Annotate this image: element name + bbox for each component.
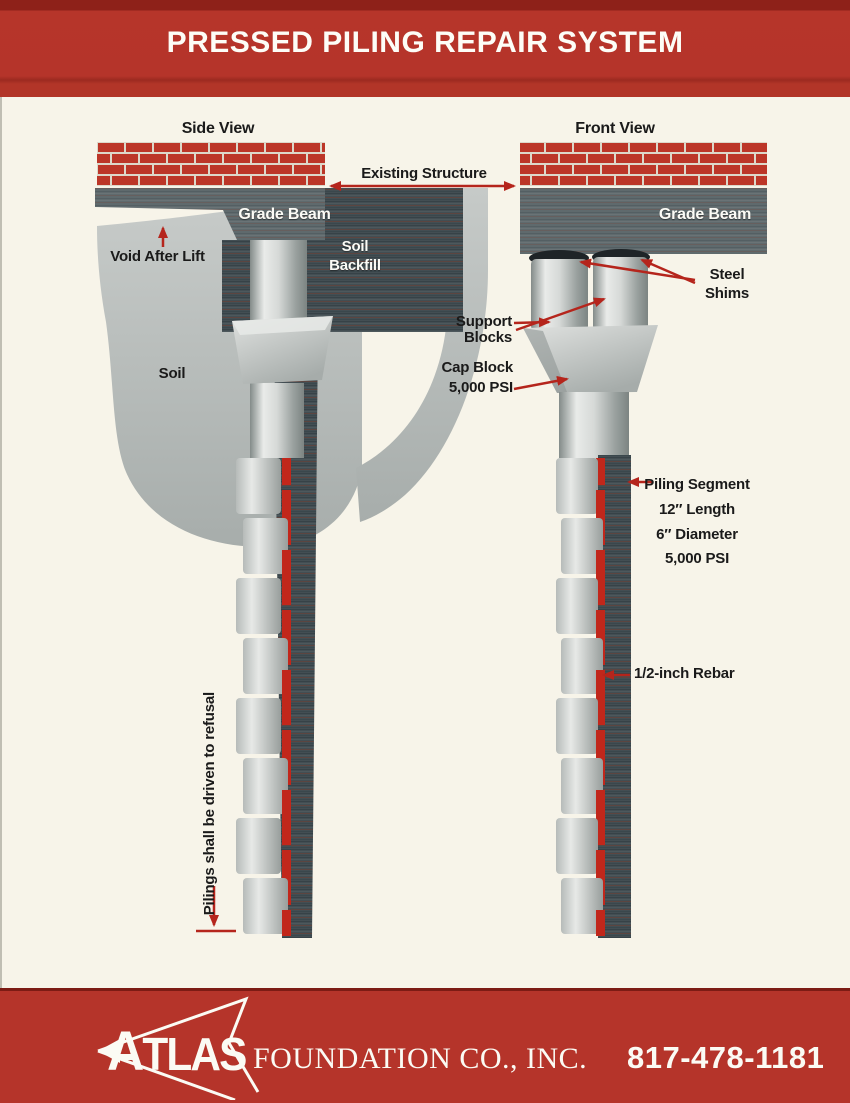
support-blocks-arrow-2	[515, 297, 606, 332]
scan-edge-line	[0, 97, 2, 988]
grade-beam-label-side: Grade Beam	[238, 206, 331, 223]
support-blocks-arrow-1	[513, 317, 551, 328]
piling-segments-side	[236, 458, 291, 936]
cap-block-front-edge	[523, 328, 567, 393]
page-title: PRESSED PILING REPAIR SYSTEM	[166, 26, 684, 59]
footer-band	[0, 988, 850, 1103]
piling-cylinder-upper-side	[250, 240, 307, 322]
piling-cylinder-lower-side	[250, 383, 304, 458]
support-block-left	[531, 259, 588, 331]
cap-block-side-top	[232, 316, 333, 335]
brick-wall-side	[97, 142, 325, 186]
grade-beam-label-front: Grade Beam	[658, 206, 752, 223]
side-view-title: Side View	[181, 120, 255, 137]
steel-shims-arrow-2	[640, 258, 696, 285]
piling-segments-front	[556, 458, 605, 936]
cap-block-label: Cap Block 5,000 PSI	[441, 359, 513, 397]
piling-cylinder-front	[559, 392, 629, 458]
soil-backfill-label: Soil Backfill	[329, 238, 381, 275]
soil-label: Soil	[158, 365, 186, 382]
atlas-logo-triangle	[97, 996, 260, 1100]
existing-structure-label: Existing Structure	[361, 165, 487, 182]
rebar-label: 1/2-inch Rebar	[634, 665, 735, 682]
void-after-lift-label: Void After Lift	[110, 248, 205, 265]
brick-wall-front	[520, 142, 767, 186]
front-view-title: Front View	[575, 120, 655, 137]
grade-beam-side	[95, 188, 325, 240]
steel-shims-label: Steel Shims	[704, 266, 749, 303]
support-blocks-label: Support Blocks	[455, 313, 512, 346]
company-name: FOUNDATION CO., INC.	[253, 1042, 588, 1075]
atlas-logo-text: ATLAS	[107, 1019, 247, 1082]
piling-segment-label: Piling Segment 12″ Length 6″ Diameter 5,…	[644, 476, 750, 568]
side-view-group	[95, 142, 488, 938]
support-block-right	[593, 257, 648, 331]
cap-block-arrow	[513, 375, 569, 391]
phone-number: 817-478-1181	[627, 1040, 825, 1075]
refusal-note-label: Pilings shall be driven to refusal	[201, 692, 218, 916]
header-band	[0, 0, 850, 97]
front-view-group	[520, 142, 767, 938]
annotation-arrows	[158, 181, 696, 933]
grade-beam-front	[520, 188, 767, 254]
steel-shims-arrow-1	[579, 258, 696, 282]
